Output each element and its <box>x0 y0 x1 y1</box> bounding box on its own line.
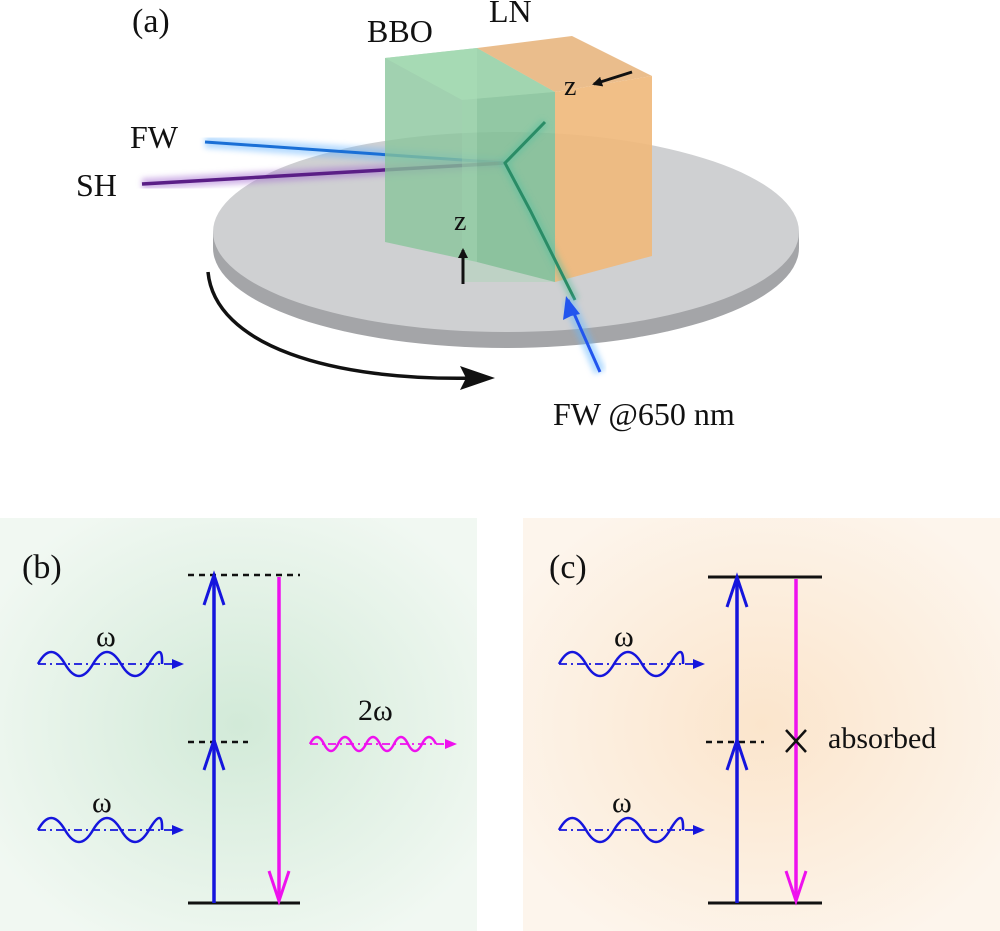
photon-wave-top <box>36 650 184 678</box>
panel-c: (c) absorbed ω ω <box>523 518 1000 931</box>
photon-wave-bottom <box>36 816 184 844</box>
absorbed-label: absorbed <box>828 722 936 755</box>
panel-b-background <box>0 518 477 931</box>
ln-z-label: z <box>564 71 576 102</box>
sh-photon-wave <box>308 735 457 753</box>
panel-a: (a) <box>76 0 799 432</box>
panel-c-background <box>523 518 1000 931</box>
ln-z-axis: z <box>564 70 633 102</box>
cross-mark-icon <box>785 729 807 753</box>
rotation-arrowhead <box>460 366 495 390</box>
fw-label: FW <box>130 119 179 155</box>
pump-beam <box>562 296 606 375</box>
photon-bottom-label: ω <box>92 786 112 819</box>
bbo-z-axis: z <box>454 206 468 284</box>
photon-wave-bottom <box>557 816 705 844</box>
photon-wave-top <box>557 650 705 678</box>
inner-beam <box>499 118 580 303</box>
photon-bottom-label: ω <box>612 786 632 819</box>
bbo-z-label: z <box>454 206 466 237</box>
photon-top-label: ω <box>614 620 634 653</box>
rotation-arrow <box>206 271 481 381</box>
panel-b-label: (b) <box>22 549 62 586</box>
excitation-arrows <box>725 572 749 903</box>
pump-label: FW @650 nm <box>553 396 735 432</box>
panel-a-label: (a) <box>132 3 170 40</box>
sh-photon-label: 2ω <box>358 694 393 727</box>
panel-b: (b) ω ω 2ω <box>0 518 477 931</box>
ln-label: LN <box>489 0 532 29</box>
sh-label: SH <box>76 167 117 203</box>
emission-arrow <box>267 577 291 906</box>
panel-c-label: (c) <box>549 549 587 586</box>
photon-top-label: ω <box>96 620 116 653</box>
excitation-arrows <box>202 570 226 903</box>
bbo-label: BBO <box>367 13 433 49</box>
